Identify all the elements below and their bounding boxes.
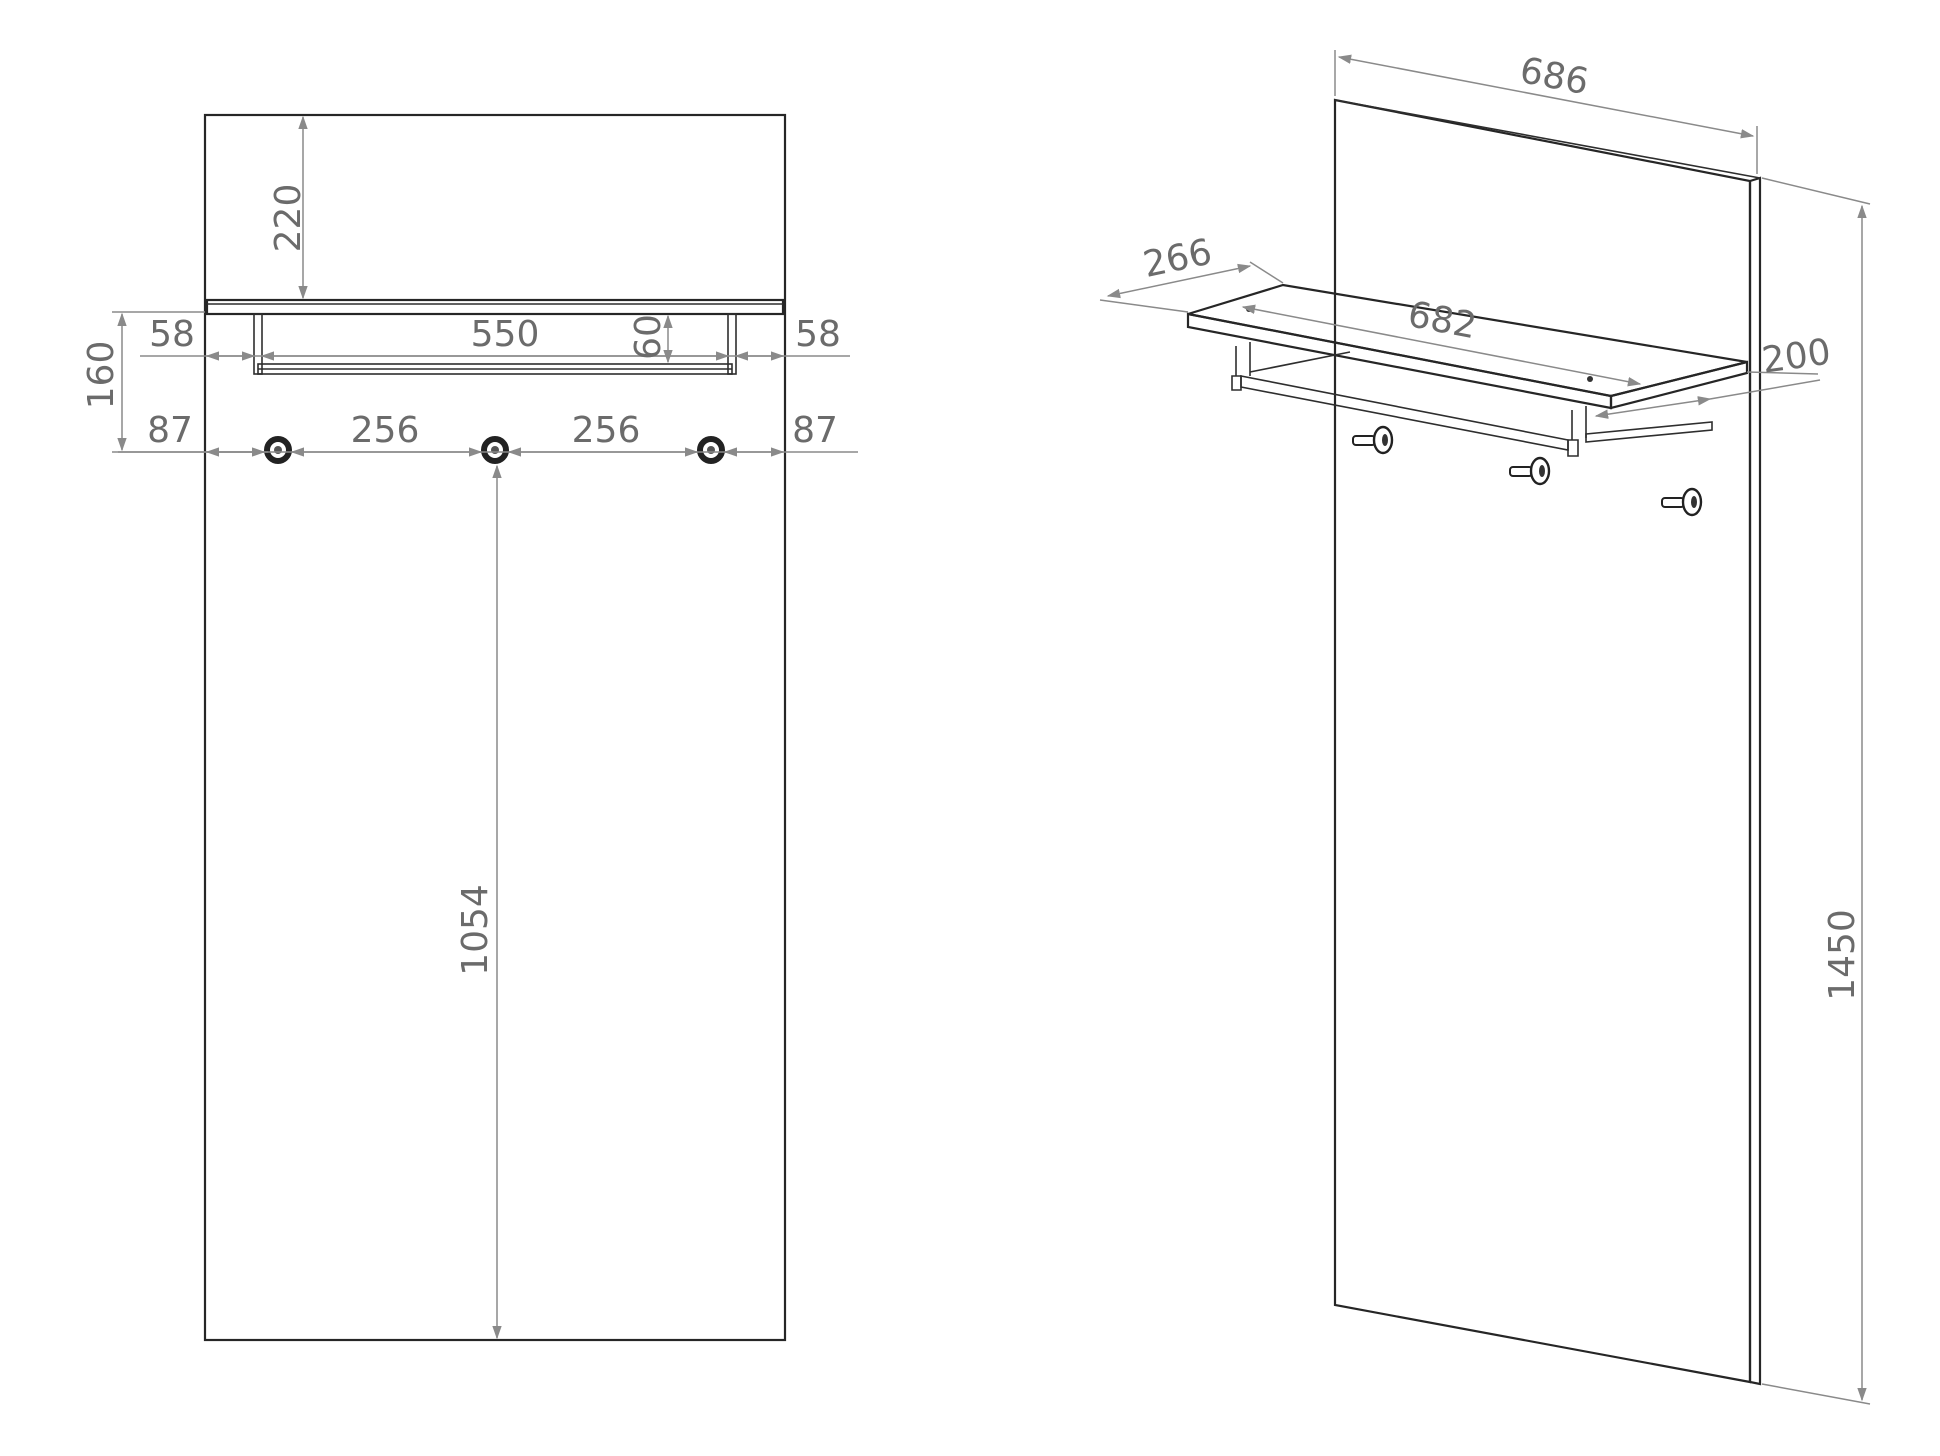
- dim-label-shelf-bracket-depth: 200: [1760, 332, 1834, 382]
- hook-icon-front-3: [697, 436, 725, 464]
- hook-icon-perspective-1: [1352, 425, 1394, 455]
- dim-line-shelf-width: [1241, 304, 1642, 387]
- dim-label-right-inset: 58: [795, 314, 841, 355]
- dim-label-hook-right-margin: 87: [792, 410, 838, 451]
- dim-label-hook-left-margin: 87: [147, 410, 193, 451]
- dim-label-panel-height: 1450: [1822, 909, 1863, 1001]
- dim-line-shelf-bracket-depth: [1594, 396, 1712, 419]
- dim-label-hook-spacing-1: 256: [351, 410, 420, 451]
- dim-line-panel-width: [1337, 54, 1755, 139]
- perspective-shelf: [1186, 283, 1749, 410]
- dim-label-top-gap: 220: [268, 184, 309, 253]
- dim-label-rail-drop: 60: [628, 314, 669, 360]
- hook-icon-front-2: [481, 436, 509, 464]
- dim-label-hook-height: 1054: [455, 884, 496, 976]
- front-rail: [253, 313, 737, 375]
- dim-label-shelf-depth: 266: [1140, 232, 1216, 286]
- hook-icon-perspective-2: [1509, 456, 1551, 486]
- dim-label-panel-width: 686: [1517, 50, 1592, 103]
- perspective-panel-face: [1333, 98, 1752, 1384]
- dim-label-hook-spacing-2: 256: [572, 410, 641, 451]
- dim-label-left-inset: 58: [149, 314, 195, 355]
- front-shelf: [205, 298, 785, 316]
- hook-icon-front-1: [264, 436, 292, 464]
- dim-label-bracket-height: 160: [81, 341, 122, 410]
- front-panel: [203, 113, 787, 1342]
- perspective-panel-edge: [1748, 176, 1762, 1386]
- front-view: 220 160 58 550 58 60 87 256 256 87 1054: [81, 113, 858, 1342]
- dim-label-shelf-width: 682: [1405, 294, 1480, 347]
- dim-line-shelf-depth: [1106, 263, 1252, 299]
- hook-icon-perspective-3: [1661, 487, 1703, 517]
- perspective-rail: [1231, 342, 1713, 457]
- perspective-view: 686 266 682 200 1450: [1099, 50, 1871, 1405]
- dim-label-rail-length: 550: [471, 314, 540, 355]
